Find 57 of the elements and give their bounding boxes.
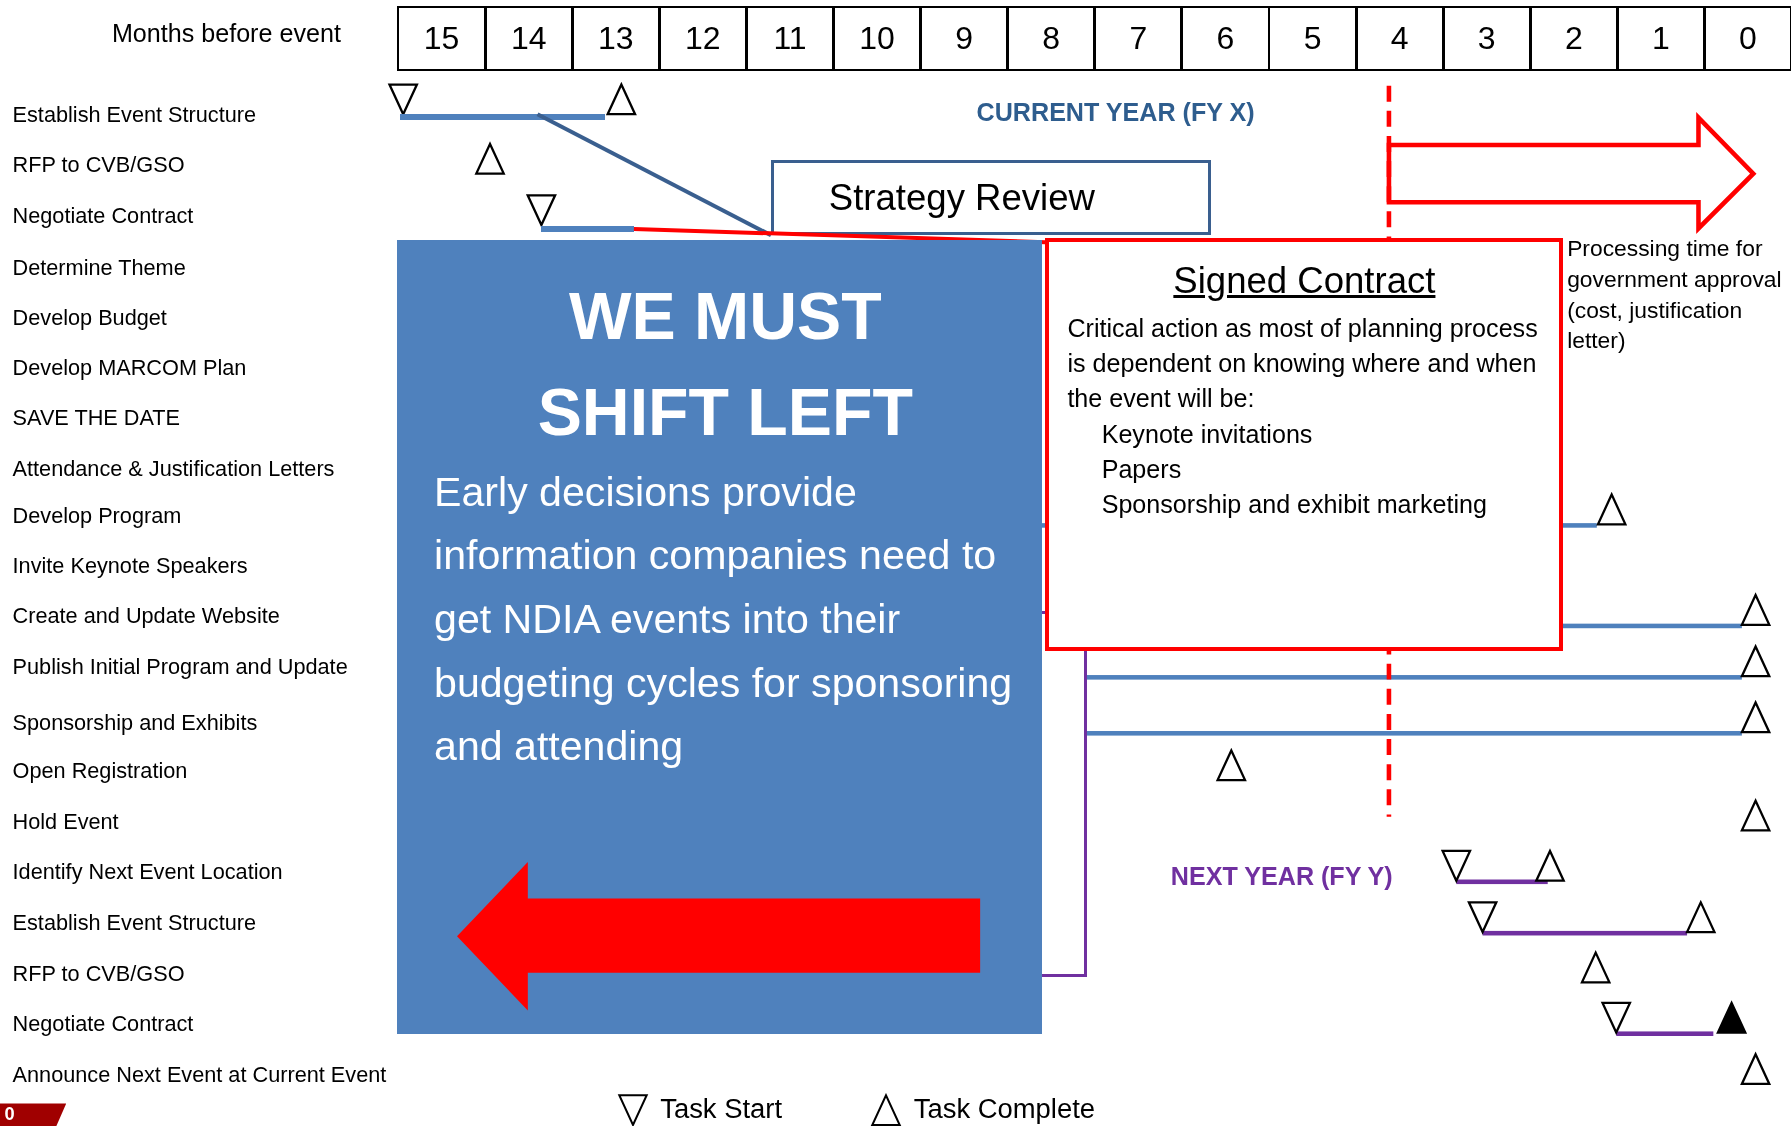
month-header-cell: 1: [1616, 5, 1706, 71]
row-label: Attendance & Justification Letters: [12, 455, 335, 482]
month-header-cell: 5: [1268, 5, 1357, 71]
legend-label: Task Complete: [913, 1093, 1096, 1126]
row-label: Establish Event Structure: [12, 101, 257, 128]
callout-box: [397, 239, 1042, 1034]
month-header-cell: 13: [571, 5, 660, 71]
task-bar: [541, 226, 634, 232]
row-label: Negotiate Contract: [12, 203, 194, 230]
month-header-cell: 6: [1181, 5, 1270, 71]
callout-title: Strategy Review: [828, 176, 1095, 219]
headline: WE MUST SHIFT LEFT: [536, 278, 914, 452]
month-header-cell: 10: [832, 5, 922, 71]
month-header-cell: 9: [920, 5, 1009, 71]
list-item: Keynote invitations: [1101, 418, 1314, 450]
row-label: Create and Update Website: [12, 603, 280, 630]
callout-box: [1045, 237, 1563, 652]
legend-label: Task Start: [660, 1093, 783, 1126]
row-label: Hold Event: [12, 808, 119, 835]
row-label: Establish Event Structure: [12, 910, 257, 937]
row-label: Negotiate Contract: [12, 1010, 194, 1037]
row-label: Announce Next Event at Current Event: [12, 1062, 387, 1089]
callout-title: Signed Contract: [1172, 259, 1437, 304]
month-header-cell: 11: [745, 5, 835, 71]
month-header-cell: 2: [1529, 5, 1618, 71]
month-header-cell: 15: [397, 5, 486, 71]
list-item: Papers: [1101, 453, 1183, 485]
row-label: Invite Keynote Speakers: [12, 552, 248, 579]
row-label: Publish Initial Program and Update: [12, 654, 348, 681]
month-header-cell: 0: [1703, 5, 1791, 71]
row-label: RFP to CVB/GSO: [12, 151, 185, 178]
row-label: Open Registration: [12, 758, 188, 785]
month-header-cell: 12: [658, 5, 747, 71]
row-label: RFP to CVB/GSO: [12, 960, 185, 987]
note-text: Processing time for government approval (cost, justification letter): [1567, 234, 1783, 356]
month-header-cell: 3: [1442, 5, 1531, 71]
section-heading: NEXT YEAR (FY Y): [1170, 862, 1393, 892]
leader-line: [633, 227, 1046, 245]
slide-number-tab: 0: [0, 1103, 67, 1126]
month-header-cell: 14: [484, 5, 573, 71]
row-label: Develop Budget: [12, 304, 167, 331]
row-label: Determine Theme: [12, 254, 186, 281]
task-bar: [399, 114, 606, 120]
month-header-cell: 8: [1007, 5, 1096, 71]
row-label: Sponsorship and Exhibits: [12, 710, 258, 737]
callout-box: [771, 159, 1211, 236]
row-label: SAVE THE DATE: [12, 405, 181, 432]
list-item: Sponsorship and exhibit marketing: [1101, 488, 1488, 520]
callout-text: Critical action as most of planning process is dependent on knowing where and when the event will be:: [1067, 313, 1539, 415]
section-heading: CURRENT YEAR (FY X): [976, 98, 1255, 128]
callout-text: Early decisions provide information companies need to get NDIA events into their budgeting cycles for sponsoring and attending: [434, 467, 1014, 772]
row-label: Develop Program: [12, 502, 182, 529]
row-label: Identify Next Event Location: [12, 858, 283, 885]
month-header-cell: 4: [1355, 5, 1444, 71]
axis-title: Months before event: [111, 19, 341, 49]
row-label: Develop MARCOM Plan: [12, 355, 247, 382]
month-header-cell: 7: [1094, 5, 1183, 71]
